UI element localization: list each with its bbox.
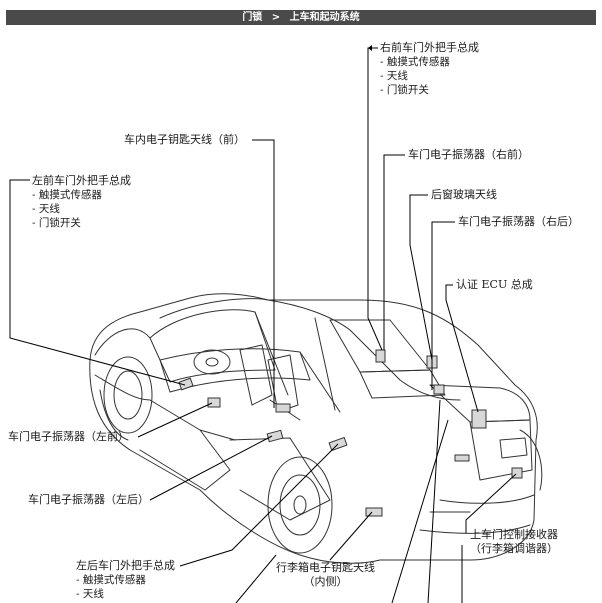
b-pillar [314, 317, 336, 411]
breadcrumb-separator: > [271, 12, 281, 23]
label-auth-ecu: 认证 ECU 总成 [456, 278, 533, 291]
label-entry-receiver: 上车门控制接收器 （行李箱调谐器） [470, 528, 558, 556]
leader-lr-handle [179, 443, 339, 567]
label-oscillator-left-front: 车门电子振荡器（左前） [8, 430, 129, 443]
breadcrumb-page: 上车和起动系统 [289, 12, 360, 23]
label-rf-handle-item: - 天线 [380, 70, 408, 82]
osc-lr-part [266, 429, 284, 443]
label-lr-handle-title: 左后车门外把手总成 [76, 559, 175, 572]
label-rf-handle-title: 右前车门外把手总成 [380, 41, 479, 54]
breadcrumb-bar: 门锁 > 上车和起动系统 [6, 10, 596, 25]
label-trunk-antenna-line2: （内侧） [303, 575, 348, 588]
receiver-part [511, 467, 523, 479]
label-oscillator-right-rear: 车门电子振荡器（右后） [458, 215, 579, 228]
label-oscillator-right-front: 车门电子振荡器（右前） [408, 148, 529, 161]
leader-rf-handle [367, 47, 383, 351]
label-trunk-antenna: 行李箱电子钥匙天线 （内侧） [276, 561, 375, 589]
rf-handle-part [375, 349, 386, 363]
label-lf-handle-item: - 天线 [32, 203, 60, 215]
label-lf-handle-title: 左前车门外把手总成 [32, 174, 131, 187]
label-lf-handle-item: - 门锁开关 [32, 217, 81, 229]
leader-osc-rr [431, 221, 455, 390]
lf-handle-part [178, 377, 194, 391]
windshield [149, 309, 276, 383]
breadcrumb-section: 门锁 [242, 12, 263, 23]
leader-osc-lf [137, 402, 213, 438]
roof-line [159, 298, 461, 401]
rear-wheel [267, 456, 333, 554]
leader-ecu [445, 284, 479, 413]
cabin-ant-part [275, 403, 291, 413]
leader-rear-glass [409, 194, 433, 361]
leader-cabin-ant [252, 139, 275, 408]
ecu-part [471, 409, 487, 429]
trunk-ant-part [365, 507, 383, 517]
label-entry-receiver-line1: 上车门控制接收器 [470, 528, 558, 541]
car-body-outline [89, 293, 538, 564]
leader-osc-rf [383, 154, 405, 350]
label-rear-glass-antenna: 后窗玻璃天线 [431, 188, 497, 201]
osc-rr-part [433, 384, 445, 395]
leader-receiver [465, 473, 517, 533]
label-lr-handle-item: - 天线 [76, 588, 104, 600]
osc-lf-part [207, 397, 221, 408]
tail-light [499, 437, 528, 459]
label-cabin-antenna-front: 车内电子钥匙天线（前） [124, 133, 245, 146]
a-pillar [254, 311, 289, 396]
front-seat [239, 344, 273, 406]
leader-lf-handle [9, 179, 186, 386]
label-lr-handle-item: - 触摸式传感器 [76, 574, 146, 586]
label-lf-handle-item: - 触摸式传感器 [32, 189, 102, 201]
label-rf-handle: 右前车门外把手总成 - 触摸式传感器 - 天线 - 门锁开关 [380, 41, 479, 97]
label-lf-handle: 左前车门外把手总成 - 触摸式传感器 - 天线 - 门锁开关 [32, 174, 131, 230]
label-rf-handle-item: - 门锁开关 [380, 84, 429, 96]
leader-osc-lr [149, 435, 273, 501]
left-front-door [139, 399, 231, 491]
label-entry-receiver-line2: （行李箱调谐器） [470, 542, 558, 555]
label-lr-handle: 左后车门外把手总成 - 触摸式传感器 - 天线 [76, 559, 175, 601]
leader-trunk-ant [329, 511, 373, 561]
label-oscillator-left-rear: 车门电子振荡器（左后） [28, 493, 149, 506]
label-trunk-antenna-line1: 行李箱电子钥匙天线 [276, 561, 375, 574]
hood [94, 328, 151, 401]
front-wheel [103, 356, 153, 434]
label-rf-handle-item: - 触摸式传感器 [380, 56, 450, 68]
steering-wheel [193, 349, 231, 375]
